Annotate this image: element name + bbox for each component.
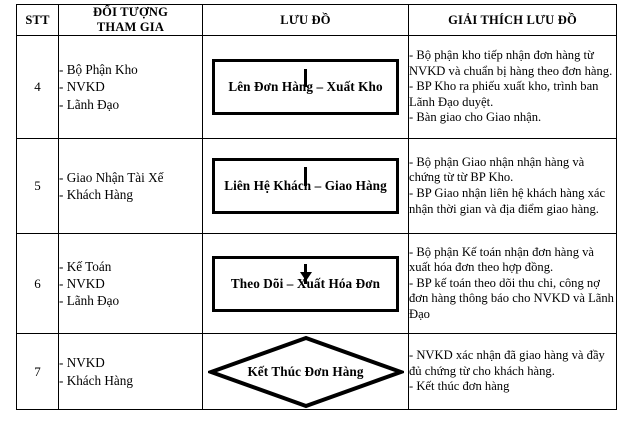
explanation-item: - Bộ phận kho tiếp nhận đơn hàng từ NVKD… <box>409 48 613 78</box>
row-number: 7 <box>16 333 59 410</box>
table-row: 4 - Bộ Phận Kho - NVKD - Lãnh Đạo Lên Đơ… <box>16 35 617 139</box>
row-flowchart-cell: Liên Hệ Khách – Giao Hàng <box>202 138 409 234</box>
actor-item: - Lãnh Đạo <box>59 293 120 309</box>
explanation-item: - BP kế toán theo dõi thu chi, công nợ đ… <box>409 275 614 321</box>
header-actor-line2: THAM GIA <box>96 20 165 34</box>
row-flowchart-cell: Kết Thúc Đơn Hàng <box>202 333 409 410</box>
table-row: 6 - Kế Toán - NVKD - Lãnh Đạo Theo Dõi –… <box>16 233 617 334</box>
row-actors: - Giao Nhận Tài Xế - Khách Hàng <box>58 138 203 234</box>
table-row: 7 - NVKD - Khách Hàng Kết Thúc Đơn Hàng <box>16 333 617 410</box>
row-flowchart-cell: Lên Đơn Hàng – Xuất Kho <box>202 35 409 139</box>
actor-item: - Giao Nhận Tài Xế <box>59 169 164 185</box>
decision-diamond-label: Kết Thúc Đơn Hàng <box>247 363 364 379</box>
header-flowchart: LƯU ĐỒ <box>202 4 409 36</box>
actor-item: - NVKD <box>59 79 105 95</box>
row-flowchart-cell: Theo Dõi – Xuất Hóa Đơn <box>202 233 409 334</box>
actor-item: - Lãnh Đạo <box>59 96 120 112</box>
explanation-item: - Kết thúc đơn hàng <box>409 379 510 394</box>
row-explanation: - NVKD xác nhận đã giao hàng và đầy đủ c… <box>408 333 617 410</box>
row-actors: - Bộ Phận Kho - NVKD - Lãnh Đạo <box>58 35 203 139</box>
actor-item: - Kế Toán <box>59 258 112 274</box>
header-explanation: GIẢI THÍCH LƯU ĐỒ <box>408 4 617 36</box>
explanation-item: - Bộ phận Giao nhận nhận hàng và chứng t… <box>409 154 585 185</box>
table-body: 4 - Bộ Phận Kho - NVKD - Lãnh Đạo Lên Đơ… <box>16 35 617 410</box>
decision-diamond: Kết Thúc Đơn Hàng <box>207 335 404 409</box>
explanation-item: - Bàn giao cho Giao nhận. <box>409 110 542 125</box>
explanation-item: - NVKD xác nhận đã giao hàng và đầy đủ c… <box>409 348 605 378</box>
row-number: 5 <box>16 138 59 234</box>
row-actors: - NVKD - Khách Hàng <box>58 333 203 410</box>
header-actor: ĐỐI TƯỢNG THAM GIA <box>58 4 203 36</box>
header-actor-line1: ĐỐI TƯỢNG <box>92 5 169 20</box>
connector-stem-down <box>304 69 307 87</box>
header-row: STT ĐỐI TƯỢNG THAM GIA LƯU ĐỒ GIẢI THÍCH… <box>16 4 617 36</box>
actor-item: - NVKD <box>59 355 105 371</box>
actor-item: - NVKD <box>59 275 105 291</box>
row-explanation: - Bộ phận kho tiếp nhận đơn hàng từ NVKD… <box>408 35 617 139</box>
row-number: 4 <box>16 35 59 139</box>
table-header: STT ĐỐI TƯỢNG THAM GIA LƯU ĐỒ GIẢI THÍCH… <box>16 4 617 36</box>
row-explanation: - Bộ phận Kế toán nhận đơn hàng và xuất … <box>408 233 617 334</box>
explanation-item: - Bộ phận Kế toán nhận đơn hàng và xuất … <box>409 244 595 275</box>
header-stt: STT <box>16 4 59 36</box>
arrow-down-icon <box>299 271 312 281</box>
explanation-item: - BP Giao nhận liên hệ khách hàng xác nh… <box>409 186 606 216</box>
actor-item: - Khách Hàng <box>59 187 133 202</box>
row-actors: - Kế Toán - NVKD - Lãnh Đạo <box>58 233 203 334</box>
explanation-item: - BP Kho ra phiếu xuất kho, trình ban Lã… <box>409 79 599 109</box>
process-table: STT ĐỐI TƯỢNG THAM GIA LƯU ĐỒ GIẢI THÍCH… <box>16 4 617 410</box>
table-row: 5 - Giao Nhận Tài Xế - Khách Hàng Liên H… <box>16 138 617 234</box>
connector-stem-down <box>304 167 307 186</box>
row-explanation: - Bộ phận Giao nhận nhận hàng và chứng t… <box>408 138 617 234</box>
actor-item: - Bộ Phận Kho <box>59 62 138 78</box>
process-box: Lên Đơn Hàng – Xuất Kho <box>212 59 399 115</box>
row-number: 6 <box>16 233 59 334</box>
actor-item: - Khách Hàng <box>59 372 133 388</box>
